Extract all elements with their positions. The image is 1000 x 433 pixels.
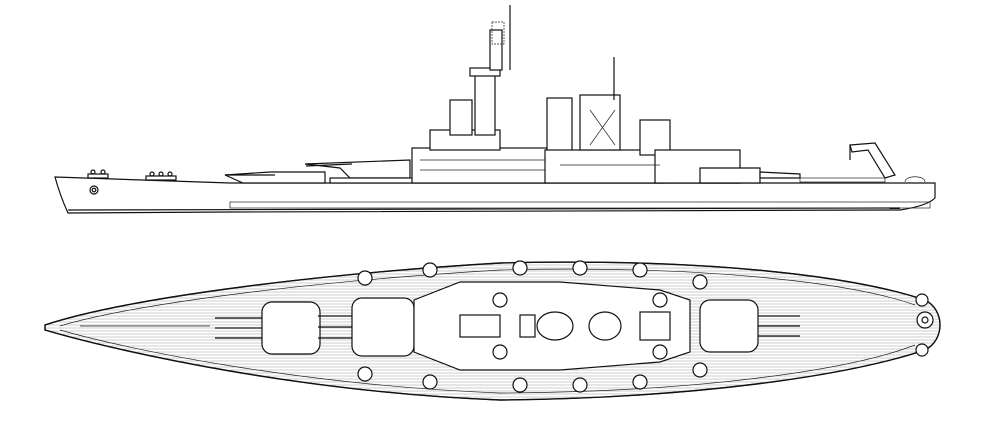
turret-2-plan [318, 297, 415, 357]
aa-mount [652, 344, 668, 360]
aa-mount [512, 260, 528, 276]
aft-funnel [579, 94, 621, 151]
aircraft-crane [849, 142, 896, 179]
turret-3-profile [699, 167, 801, 184]
aa-mount [632, 262, 648, 278]
catapult [799, 177, 886, 183]
aa-mount [652, 292, 668, 308]
superstructure-plan [413, 281, 691, 371]
aa-mount [422, 262, 438, 278]
superstructure-profile [329, 5, 741, 184]
anchor-hawse [89, 185, 99, 195]
aa-mount [357, 366, 373, 382]
plan-view [44, 260, 941, 401]
hull-profile [54, 176, 936, 214]
forward-funnel [546, 97, 573, 154]
stern-capstans [915, 293, 934, 357]
aa-mount [692, 362, 708, 378]
aa-mount [512, 377, 528, 393]
aa-mount [357, 270, 373, 286]
profile-view [54, 5, 936, 214]
aa-mount [572, 260, 588, 276]
armor-belt [229, 201, 931, 209]
turret-1-profile [224, 171, 326, 184]
aa-mount [692, 274, 708, 290]
funnel-plan [536, 311, 574, 341]
aa-gun-mounts [357, 260, 708, 393]
turret-1-plan [215, 301, 321, 355]
aa-mount [632, 374, 648, 390]
bow-gun-mounts [87, 169, 177, 181]
aa-mount [492, 344, 508, 360]
aa-mount [422, 374, 438, 390]
aa-mount [492, 292, 508, 308]
aa-mount [572, 377, 588, 393]
turret-3-plan [699, 299, 800, 353]
